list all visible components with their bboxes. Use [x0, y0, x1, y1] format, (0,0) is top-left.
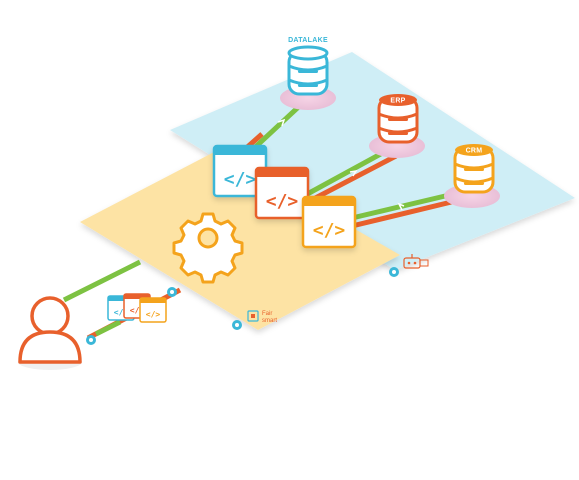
brand-line-2: smart — [262, 318, 277, 324]
code-window-yellow[interactable]: </> — [301, 195, 357, 249]
brand-logo-icon: Fair smart — [247, 310, 277, 324]
connector-icon — [167, 287, 177, 297]
code-window-icon: </> — [266, 191, 299, 212]
code-window-icon: </> — [146, 310, 161, 319]
database-crm[interactable]: CRM — [444, 144, 500, 208]
code-window-icon: </> — [130, 306, 145, 315]
database-icon — [287, 45, 329, 96]
crm-label: CRM — [466, 148, 483, 155]
connector-icon — [389, 267, 399, 277]
connector-icon — [232, 320, 242, 330]
code-window-red[interactable]: </> — [254, 166, 310, 220]
database-datalake[interactable]: DATALAKE — [280, 37, 336, 110]
gear-icon — [172, 212, 244, 284]
user-icon[interactable] — [18, 296, 82, 370]
database-erp[interactable]: ERP — [369, 94, 425, 158]
brand-line-1: Fair — [262, 311, 272, 317]
code-window-icon: </> — [313, 220, 346, 241]
connector-icon — [86, 335, 96, 345]
database-icon — [453, 144, 495, 194]
erp-label: ERP — [390, 98, 405, 105]
code-window-icon: </> — [114, 308, 129, 317]
mini-code-windows: </> </> </> — [107, 293, 167, 323]
database-icon — [377, 94, 419, 144]
datalake-label: DATALAKE — [288, 37, 328, 44]
code-window-icon: </> — [224, 169, 257, 190]
link-crm — [351, 189, 469, 229]
front-plane — [80, 150, 400, 330]
robot-icon — [403, 254, 429, 269]
